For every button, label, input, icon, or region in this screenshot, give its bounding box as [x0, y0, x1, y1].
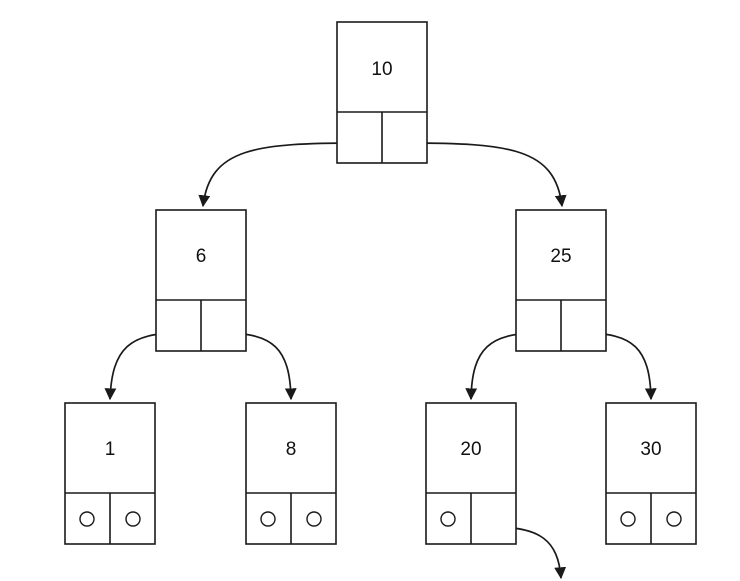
tree-node-8: 8	[245, 402, 337, 545]
tree-node-20: 20	[425, 402, 517, 545]
node-value: 25	[550, 246, 571, 267]
node-value: 8	[286, 439, 297, 460]
null-pointer-right	[306, 511, 322, 527]
tree-node-1: 1	[64, 402, 156, 545]
null-pointer-right	[125, 511, 141, 527]
tree-node-25: 25	[515, 209, 607, 352]
tree-node-30: 30	[605, 402, 697, 545]
edge-10-to-6	[198, 142, 361, 208]
node-value: 1	[105, 439, 116, 460]
edge-10-to-25	[404, 142, 567, 208]
tree-node-10: 10	[336, 21, 428, 164]
null-pointer-right	[666, 511, 682, 527]
tree-node-6: 6	[155, 209, 247, 352]
node-value: 10	[371, 59, 392, 80]
null-pointer-left	[620, 511, 636, 527]
null-pointer-left	[79, 511, 95, 527]
node-value: 6	[196, 246, 207, 267]
node-value: 30	[640, 439, 661, 460]
node-value: 20	[460, 439, 481, 460]
tree-edges	[104, 142, 657, 580]
null-pointer-left	[440, 511, 456, 527]
null-pointer-left	[260, 511, 276, 527]
